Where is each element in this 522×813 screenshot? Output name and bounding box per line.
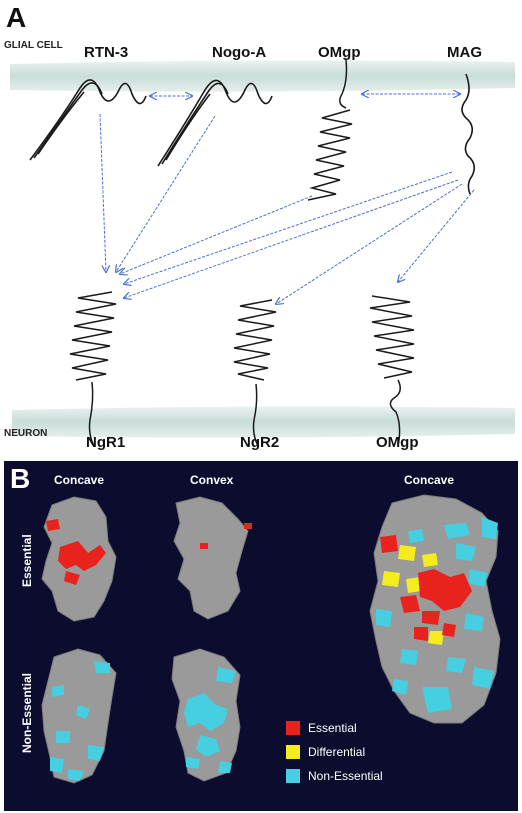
glial-cell-label: GLIAL CELL (4, 40, 63, 51)
legend-label-essential: Essential (308, 721, 357, 735)
legend-swatch-nonessential (286, 769, 300, 783)
panel-a: A GLIAL CELL NEURON RTN-3 Nogo-A OMgp MA… (4, 2, 515, 451)
arrow-mag-omgp (398, 189, 475, 282)
glial-membrane (10, 60, 515, 92)
ligand-omgp-label: OMgp (318, 44, 361, 61)
surface-combined-concave (369, 494, 501, 724)
ligand-mag-label: MAG (447, 44, 482, 61)
interaction-arrows (99, 94, 475, 304)
arrow-nogoa-ngr1 (116, 115, 216, 272)
col-header-concave-large: Concave (404, 473, 455, 487)
panel-b: B Concave Convex Concave Essential Non-E… (4, 461, 518, 811)
legend-label-differential: Differential (308, 745, 366, 759)
neuron-membrane (12, 406, 515, 438)
nogoa-molecule (157, 79, 273, 167)
ngr2-molecule (233, 299, 277, 447)
rtn3-molecule (29, 79, 147, 161)
mag-molecule (461, 73, 476, 195)
legend-swatch-essential (286, 721, 300, 735)
legend-swatch-differential (286, 745, 300, 759)
receptor-ngr2-label: NgR2 (240, 434, 280, 451)
legend-label-nonessential: Non-Essential (308, 769, 383, 783)
receptor-omgp-label: OMgp (376, 434, 419, 451)
surface-nonessential-concave (41, 648, 117, 784)
receptor-ngr1-label: NgR1 (86, 434, 126, 451)
arrow-mag-ngr1b (124, 179, 459, 298)
ligand-rtn3-label: RTN-3 (84, 44, 129, 61)
arrow-mag-ngr1 (124, 171, 453, 284)
row-label-nonessential: Non-Essential (20, 672, 34, 753)
panel-b-letter: B (10, 463, 31, 494)
neuron-label: NEURON (4, 428, 48, 439)
arrow-mag-ngr2 (276, 183, 463, 304)
surface-nonessential-convex (171, 648, 241, 782)
omgp-glial-molecule (307, 59, 353, 201)
col-header-convex: Convex (190, 473, 234, 487)
ligand-nogoa-label: Nogo-A (212, 44, 267, 61)
panel-a-diagram (10, 59, 515, 447)
col-header-concave: Concave (54, 473, 105, 487)
surface-essential-concave (41, 496, 117, 622)
ngr1-molecule (69, 291, 117, 447)
arrow-rtn3-ngr1 (99, 113, 106, 272)
panel-a-letter: A (6, 2, 27, 33)
arrow-omgp-ngr1 (120, 195, 313, 274)
omgp-neuron-molecule (369, 295, 415, 447)
row-label-essential: Essential (20, 534, 34, 587)
surface-essential-convex (173, 496, 252, 620)
surface-renderings (41, 494, 501, 784)
